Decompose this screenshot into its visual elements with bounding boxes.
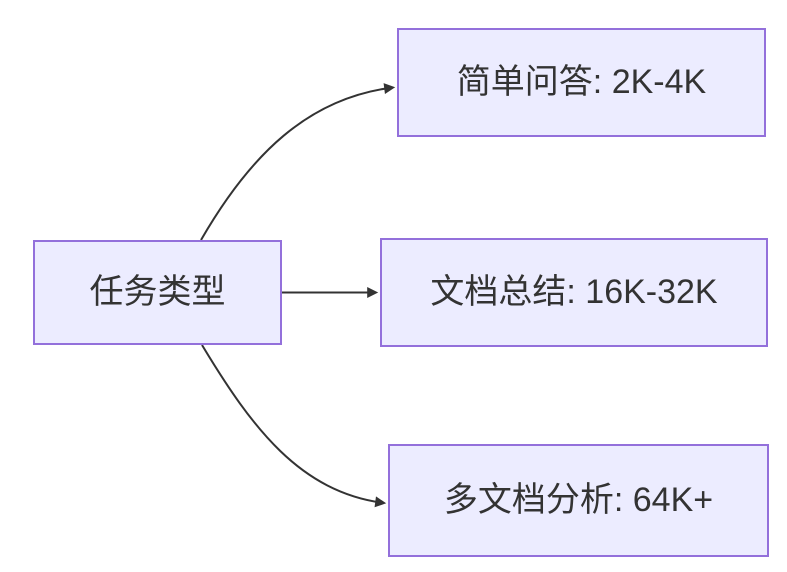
edge-task-to-simple-qa (200, 83, 396, 241)
node-multi-doc-label: 多文档分析: 64K+ (443, 481, 714, 520)
node-doc-summary: 文档总结: 16K-32K (380, 238, 768, 347)
node-task-type: 任务类型 (33, 240, 282, 345)
node-doc-summary-label: 文档总结: 16K-32K (430, 273, 718, 312)
node-simple-qa: 简单问答: 2K-4K (397, 28, 766, 137)
edge-task-to-multi-doc (201, 344, 387, 508)
node-simple-qa-label: 简单问答: 2K-4K (456, 63, 707, 102)
node-multi-doc: 多文档分析: 64K+ (388, 444, 769, 557)
node-task-type-label: 任务类型 (89, 273, 226, 312)
